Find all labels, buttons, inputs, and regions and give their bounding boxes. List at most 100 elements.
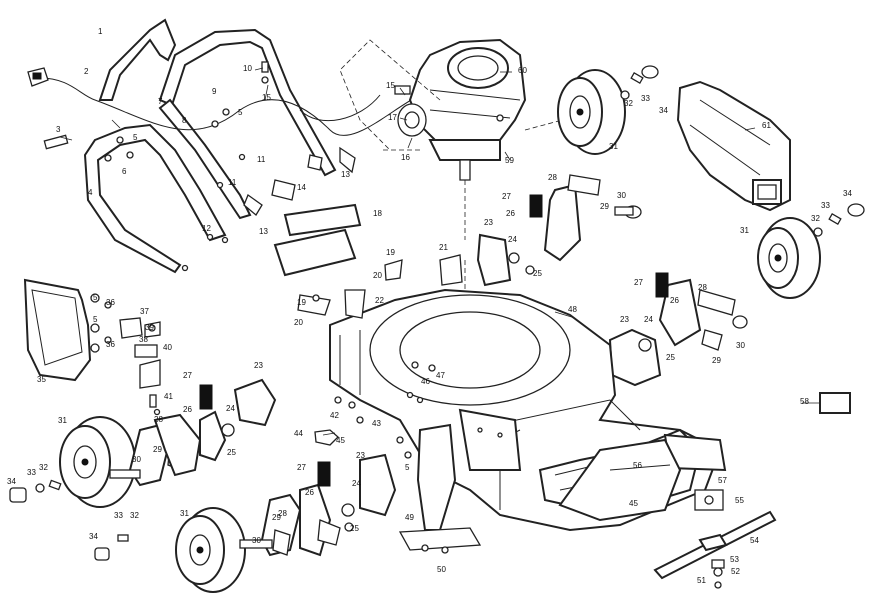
callout-26-2: 26	[670, 296, 679, 305]
engine-outline	[339, 39, 441, 151]
front-wheel-lower	[175, 507, 246, 593]
callout-34-3: 34	[7, 477, 16, 486]
callout-33-3: 33	[27, 468, 36, 477]
callout-32: 32	[624, 99, 633, 108]
callout-21: 21	[439, 243, 448, 252]
callout-13-2: 13	[259, 227, 268, 236]
callout-29-4: 29	[272, 513, 281, 522]
engine	[394, 38, 527, 181]
callout-16: 16	[401, 153, 410, 162]
callout-58: 58	[800, 397, 809, 406]
callout-3: 3	[56, 125, 61, 134]
callout-34-4: 34	[89, 532, 98, 541]
callout-24-4: 24	[352, 479, 361, 488]
callout-54: 54	[750, 536, 759, 545]
callout-51: 51	[697, 576, 706, 585]
callout-28-2: 28	[698, 283, 707, 292]
blade-adapter	[398, 423, 482, 554]
callout-33-4: 33	[114, 511, 123, 520]
callout-24-3: 24	[226, 404, 235, 413]
rear-plate	[663, 433, 727, 511]
front-height-adjusters	[153, 378, 397, 557]
callout-29-3: 29	[153, 445, 162, 454]
callout-10: 10	[243, 64, 252, 73]
callout-36: 36	[106, 298, 115, 307]
callout-31-2: 31	[740, 226, 749, 235]
callout-28-4: 28	[278, 509, 287, 518]
deck-brackets	[273, 203, 463, 319]
callout-60: 60	[518, 66, 527, 75]
handle-hardware	[43, 61, 356, 272]
callout-45-2: 45	[629, 499, 638, 508]
callout-32-3: 32	[39, 463, 48, 472]
callout-27: 27	[502, 192, 511, 201]
callout-38: 38	[139, 335, 148, 344]
callout-14: 14	[297, 183, 306, 192]
callout-39: 39	[145, 323, 154, 332]
callout-19: 19	[386, 248, 395, 257]
callout-30-3: 30	[132, 455, 141, 464]
callout-5-2: 5	[238, 108, 243, 117]
callout-35: 35	[37, 375, 46, 384]
callout-59: 59	[505, 156, 514, 165]
callout-4: 4	[88, 188, 93, 197]
grass-bag	[676, 80, 791, 212]
callout-32-2: 32	[811, 214, 820, 223]
side-brackets	[90, 293, 161, 416]
handle-cable	[27, 67, 421, 136]
callout-11: 11	[257, 155, 266, 164]
callout-20: 20	[373, 271, 382, 280]
callout-34: 34	[659, 106, 668, 115]
callout-5: 5	[133, 133, 138, 142]
callout-13: 13	[341, 170, 350, 179]
callout-40: 40	[163, 343, 172, 352]
callout-19-2: 19	[297, 298, 306, 307]
callout-22: 22	[375, 296, 384, 305]
bag-frame	[23, 278, 92, 382]
callout-23-4: 23	[356, 451, 365, 460]
callout-27-3: 27	[183, 371, 192, 380]
callout-44: 44	[294, 429, 303, 438]
callout-28-3: 28	[154, 415, 163, 424]
callout-24: 24	[508, 235, 517, 244]
callout-17: 17	[388, 113, 397, 122]
callout-31-3: 31	[58, 416, 67, 425]
callout-5-5: 5	[405, 463, 410, 472]
callout-11-2: 11	[228, 178, 237, 187]
callout-42: 42	[330, 411, 339, 420]
callout-61: 61	[762, 121, 771, 130]
callout-50: 50	[437, 565, 446, 574]
leader-lines	[59, 67, 820, 436]
callout-24-2: 24	[644, 315, 653, 324]
callout-29-2: 29	[712, 356, 721, 365]
callout-45: 45	[336, 436, 345, 445]
callout-56: 56	[633, 461, 642, 470]
callout-53: 53	[730, 555, 739, 564]
callout-7: 7	[158, 97, 163, 106]
callout-27-4: 27	[297, 463, 306, 472]
callout-36-2: 36	[106, 340, 115, 349]
callout-18: 18	[373, 209, 382, 218]
rear-wheel-hardware	[620, 65, 865, 237]
callout-57: 57	[718, 476, 727, 485]
callout-23: 23	[484, 218, 493, 227]
callout-34-2: 34	[843, 189, 852, 198]
blade	[653, 510, 777, 589]
callout-47: 47	[436, 371, 445, 380]
front-wheel-upper	[59, 416, 136, 508]
callout-37: 37	[140, 307, 149, 316]
callout-30-2: 30	[736, 341, 745, 350]
callout-33-2: 33	[821, 201, 830, 210]
callout-6: 6	[122, 167, 127, 176]
callout-46: 46	[421, 377, 430, 386]
callout-26: 26	[506, 209, 515, 218]
callout-33: 33	[641, 94, 650, 103]
callout-23-3: 23	[254, 361, 263, 370]
callout-15-2: 15	[386, 81, 395, 90]
callout-30: 30	[617, 191, 626, 200]
callout-20-2: 20	[294, 318, 303, 327]
callout-32-4: 32	[130, 511, 139, 520]
callout-52: 52	[731, 567, 740, 576]
rear-wheel-lower	[757, 217, 821, 299]
